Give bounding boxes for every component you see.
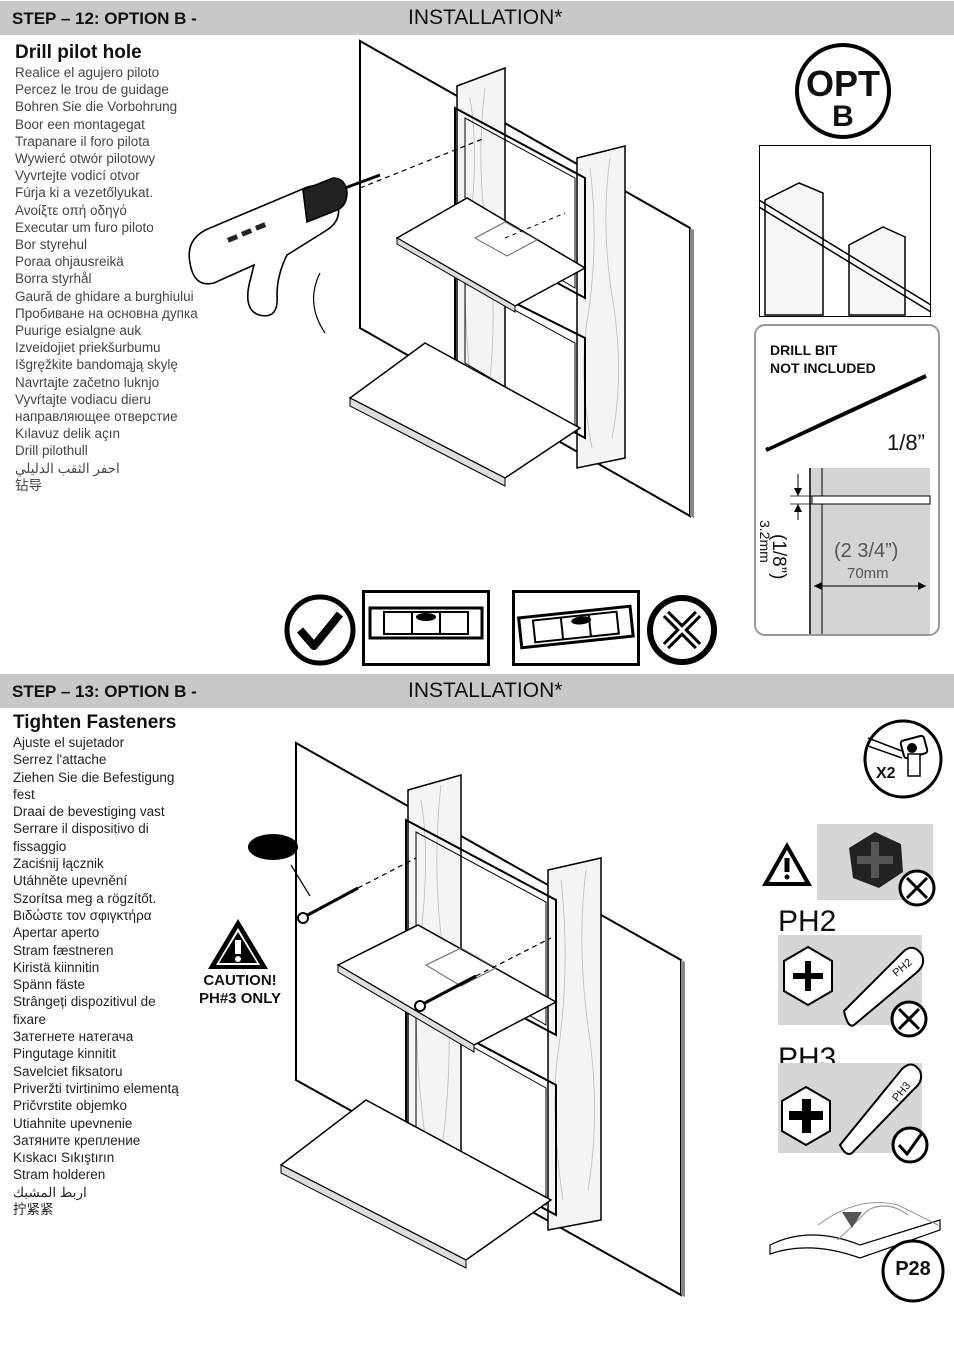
manual-page-icon [769, 1202, 941, 1259]
translation-line: Executar um furo piloto [15, 219, 154, 235]
translation-line: Navrtajte začetno luknjo [15, 374, 160, 390]
translation-line: Poraa ohjausreikä [15, 254, 124, 270]
step12-label: STEP – 12: OPTION B - [12, 9, 197, 28]
opt-b-badge [795, 43, 891, 139]
step12-title: Drill pilot hole [15, 42, 142, 63]
translation-line: Izveidojiet priekšurbumu [15, 340, 161, 356]
dia-mm-label: 3.2mm [757, 520, 773, 563]
translation-line: Bor styrehul [15, 237, 88, 253]
translation-line: Ανοίξτε οπή οδηγό [15, 202, 127, 218]
stud-detail-figure [758, 145, 932, 317]
translation-line: Затегнете натегача [13, 1029, 134, 1045]
translation-line: Serrare il dispositivo di fissaggio [13, 821, 149, 854]
translation-line: Vyvŕtajte vodiacu dieru [15, 391, 152, 407]
caution-label: CAUTION!PH#3 ONLY [195, 972, 285, 1008]
drill-bit-panel [754, 324, 940, 636]
opt-badge-bottom: B [832, 100, 854, 133]
page-ref-circle [881, 1239, 945, 1303]
translation-line: Drill pilothull [15, 443, 88, 459]
cross-icon [647, 595, 717, 665]
translation-line: Пробиване на основна дупка [15, 305, 198, 321]
ph2-label: PH2 [778, 905, 837, 938]
step12-installation: INSTALLATION* [408, 6, 563, 29]
translation-line: احفر الثقب الدليلي [15, 460, 120, 476]
step12-illustration [188, 39, 694, 518]
step13-header-bar: STEP – 13: OPTION B - INSTALLATION* [0, 674, 954, 708]
translation-line: Kılavuz delik açın [15, 426, 121, 442]
translation-line: Borra styrhål [15, 271, 92, 287]
translation-line: Βιδώστε τον σφιγκτήρα [13, 907, 152, 923]
step13-installation: INSTALLATION* [408, 679, 563, 702]
translation-line: Затяните крепление [13, 1132, 141, 1148]
translation-line: Pričvrstite objemko [13, 1098, 128, 1114]
translation-line: Bohren Sie die Vorbohrung [15, 99, 178, 115]
translation-line: Vyvrtejte vodicí otvor [15, 168, 140, 184]
step13-illustration [248, 741, 685, 1297]
translation-line: Percez le trou de guidage [15, 82, 169, 98]
caution-line: PH#3 ONLY [199, 990, 281, 1007]
page-ref: P28 [895, 1258, 931, 1280]
hardware-qty: X2 [876, 765, 896, 782]
translation-line: اربط المشبك [13, 1184, 87, 1200]
bit-size-label: 1/8” [887, 430, 925, 455]
depth-mm-label: 70mm [847, 565, 889, 582]
check-icon [284, 594, 356, 666]
caution-warning-icon [208, 919, 268, 969]
drill-bit-note: DRILL BIT NOT INCLUDED [770, 341, 876, 377]
step13-label: STEP – 13: OPTION B - [12, 682, 197, 701]
level-incorrect-figure [512, 590, 640, 666]
translation-line: Szorítsa meg a rögzítőt. [13, 890, 157, 906]
ph3-bit-figure [778, 1063, 929, 1164]
caution-line: CAUTION! [203, 972, 277, 989]
translation-line: Ziehen Sie die Befestigung fest [13, 769, 175, 802]
drill-bit-note-line: DRILL BIT [770, 342, 838, 358]
translation-line: Serrez l'attache [13, 752, 107, 768]
drill-bit-note-line: NOT INCLUDED [770, 360, 876, 376]
translation-line: Draai de bevestiging vast [13, 804, 165, 820]
translation-line: Strângeți dispozitivul de fixare [13, 994, 156, 1027]
translation-line: Stram fæstneren [13, 942, 114, 958]
translation-line: 钻导 [15, 477, 42, 493]
translation-line: Kıskacı Sıkıştırın [13, 1150, 115, 1166]
translation-line: Pingutage kinnitit [13, 1046, 116, 1062]
translation-line: Fúrja ki a vezetőlyukat. [15, 185, 154, 201]
translation-line: 拧紧紧 [13, 1202, 54, 1218]
warning-icon [762, 842, 812, 886]
translation-line: Savelciet fiksatoru [13, 1063, 123, 1079]
translation-line: Gaură de ghidare a burghiului [15, 288, 194, 304]
step12-header-bar: STEP – 12: OPTION B - INSTALLATION* [0, 1, 954, 35]
translation-line: Wywierć otwór pilotowy [15, 151, 156, 167]
fastener-hardware-icon [863, 719, 943, 799]
translation-line: Išgręžkite bandomąją skylę [15, 357, 178, 373]
translation-line: Ajuste el sujetador [13, 735, 125, 750]
translation-line: направляющее отверстие [15, 409, 178, 425]
translation-line: Trapanare il foro pilota [15, 133, 150, 149]
screw-head-figure [817, 824, 936, 907]
translation-line: Spänn fäste [13, 977, 86, 993]
translation-line: Boor een montagegat [15, 116, 145, 132]
translation-line: Utiahnite upevnenie [13, 1115, 133, 1131]
level-correct-figure [362, 590, 490, 666]
translation-line: Apertar aperto [13, 925, 100, 941]
translation-line: Puurige esialgne auk [15, 323, 142, 339]
opt-badge-top: OPT [805, 63, 880, 104]
depth-fraction-label: (2 3/4”) [834, 540, 899, 562]
translation-line: Utáhněte upevnění [13, 873, 128, 889]
translation-line: Priveržti tvirtinimo elementą [13, 1080, 179, 1096]
step13-title: Tighten Fasteners [13, 712, 177, 733]
translation-line: Realice el agujero piloto [15, 65, 160, 80]
translation-line: Stram holderen [13, 1167, 106, 1183]
translation-line: Zaciśnij łącznik [13, 856, 104, 872]
ph2-bit-figure [778, 935, 928, 1038]
translation-line: Kiristä kiinnitin [13, 959, 100, 975]
